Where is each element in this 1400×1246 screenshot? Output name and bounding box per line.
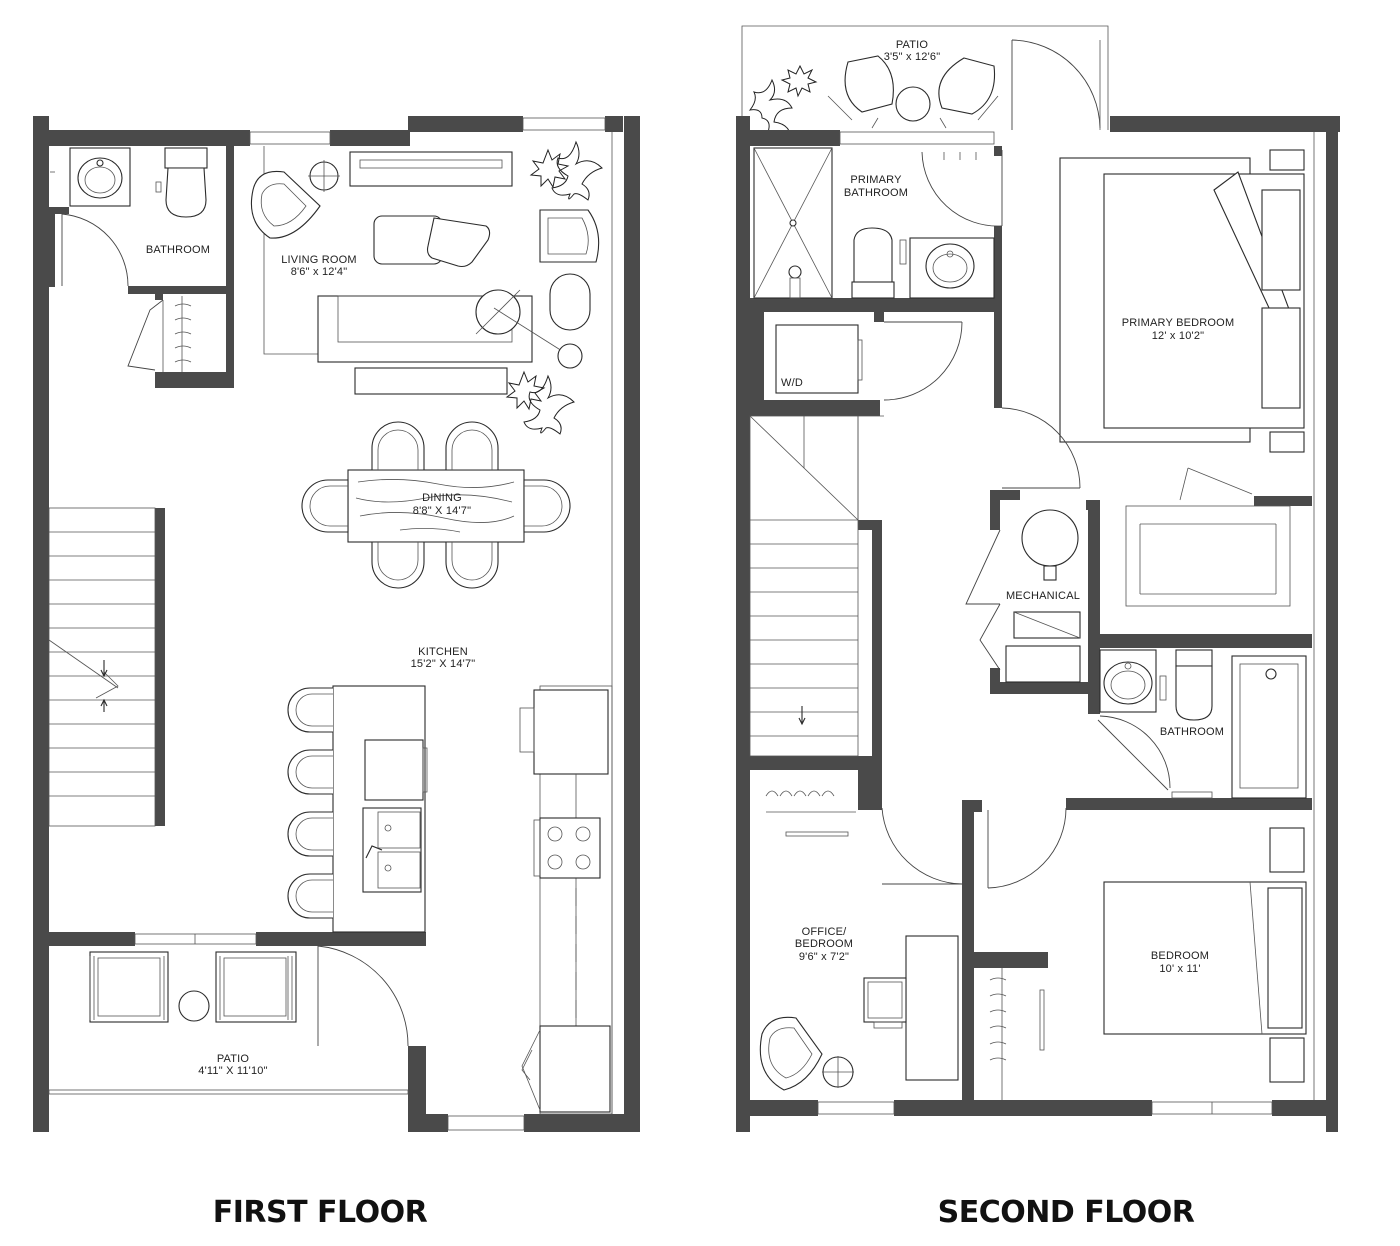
room-label-primary-bathroom-2: BATHROOM xyxy=(844,187,908,199)
room-label-living-room: LIVING ROOM xyxy=(281,254,357,266)
room-label-primary-bedroom: PRIMARY BEDROOM xyxy=(1122,317,1235,329)
room-dims-office: 9'6" x 7'2" xyxy=(799,951,849,963)
mechanical-equipment xyxy=(965,509,1081,683)
room-label-wd: W/D xyxy=(781,377,803,389)
first-floor-stairs xyxy=(48,507,156,827)
room-label-bedroom: BEDROOM xyxy=(1151,950,1209,962)
room-dims-kitchen: 15'2" X 14'7" xyxy=(411,658,476,670)
first-floor-plan: BATHROOM LIVING ROOM 8'6" x 12'4" DINING… xyxy=(33,116,640,1230)
room-dims-patio: 4'11" X 11'10" xyxy=(198,1065,267,1077)
kitchen-counter xyxy=(519,685,613,1115)
second-floor-windows xyxy=(817,131,1315,1115)
second-floor-bathroom-fixtures xyxy=(1097,649,1307,799)
office-closet xyxy=(765,790,1067,889)
room-label-kitchen: KITCHEN xyxy=(418,646,468,658)
room-dims-living-room: 8'6" x 12'4" xyxy=(291,266,348,278)
laundry-wd xyxy=(775,321,963,401)
room-label-patio: PATIO xyxy=(217,1053,250,1065)
plant-icon xyxy=(505,370,575,435)
first-floor-windows xyxy=(134,117,613,1131)
primary-bathroom-fixtures xyxy=(753,147,1003,299)
room-label-mechanical: MECHANICAL xyxy=(1006,590,1080,602)
room-dims-bedroom: 10' x 11' xyxy=(1159,963,1200,975)
kitchen-island xyxy=(287,685,428,933)
office-furniture xyxy=(759,935,959,1091)
primary-bedroom-bed xyxy=(1001,149,1305,489)
second-floor-patio xyxy=(741,25,1109,130)
plant-icon xyxy=(529,140,603,201)
second-floor-title: SECOND FLOOR xyxy=(938,1195,1195,1230)
bedroom-bed xyxy=(989,827,1307,1100)
plant-icon xyxy=(748,64,818,135)
room-dims-dining: 8'8" X 14'7" xyxy=(413,505,471,517)
first-floor-bathroom-fixtures xyxy=(50,147,208,218)
room-label-primary-bathroom: PRIMARY xyxy=(850,174,902,186)
second-floor-stairs xyxy=(749,415,884,757)
first-floor-closet xyxy=(127,296,192,372)
room-label-office-2: BEDROOM xyxy=(795,938,853,950)
second-floor-labels: PATIO 3'5" x 12'6" PRIMARY BATHROOM PRIM… xyxy=(781,39,1234,975)
room-label-dining: DINING xyxy=(422,492,462,504)
room-dims-primary-bedroom: 12' x 10'2" xyxy=(1152,330,1205,342)
room-label-upper-patio: PATIO xyxy=(896,39,929,51)
second-floor-walls xyxy=(736,116,1340,1132)
first-floor-walls xyxy=(33,116,640,1132)
room-label-bathroom-2: BATHROOM xyxy=(1160,726,1224,738)
second-floor-plan: PATIO 3'5" x 12'6" PRIMARY BATHROOM PRIM… xyxy=(736,25,1340,1230)
patio-railing xyxy=(48,1089,409,1095)
first-floor-patio-furniture xyxy=(89,945,409,1047)
room-label-bathroom: BATHROOM xyxy=(146,244,210,256)
primary-closet xyxy=(1125,467,1291,607)
first-floor-title: FIRST FLOOR xyxy=(213,1195,428,1230)
room-dims-upper-patio: 3'5" x 12'6" xyxy=(884,51,941,63)
living-room-furniture xyxy=(250,146,600,395)
first-floor-bathroom-door xyxy=(61,213,129,287)
first-floor-labels: BATHROOM LIVING ROOM 8'6" x 12'4" DINING… xyxy=(146,244,476,1077)
room-label-office: OFFICE/ xyxy=(802,926,848,938)
dining-table xyxy=(301,421,571,589)
